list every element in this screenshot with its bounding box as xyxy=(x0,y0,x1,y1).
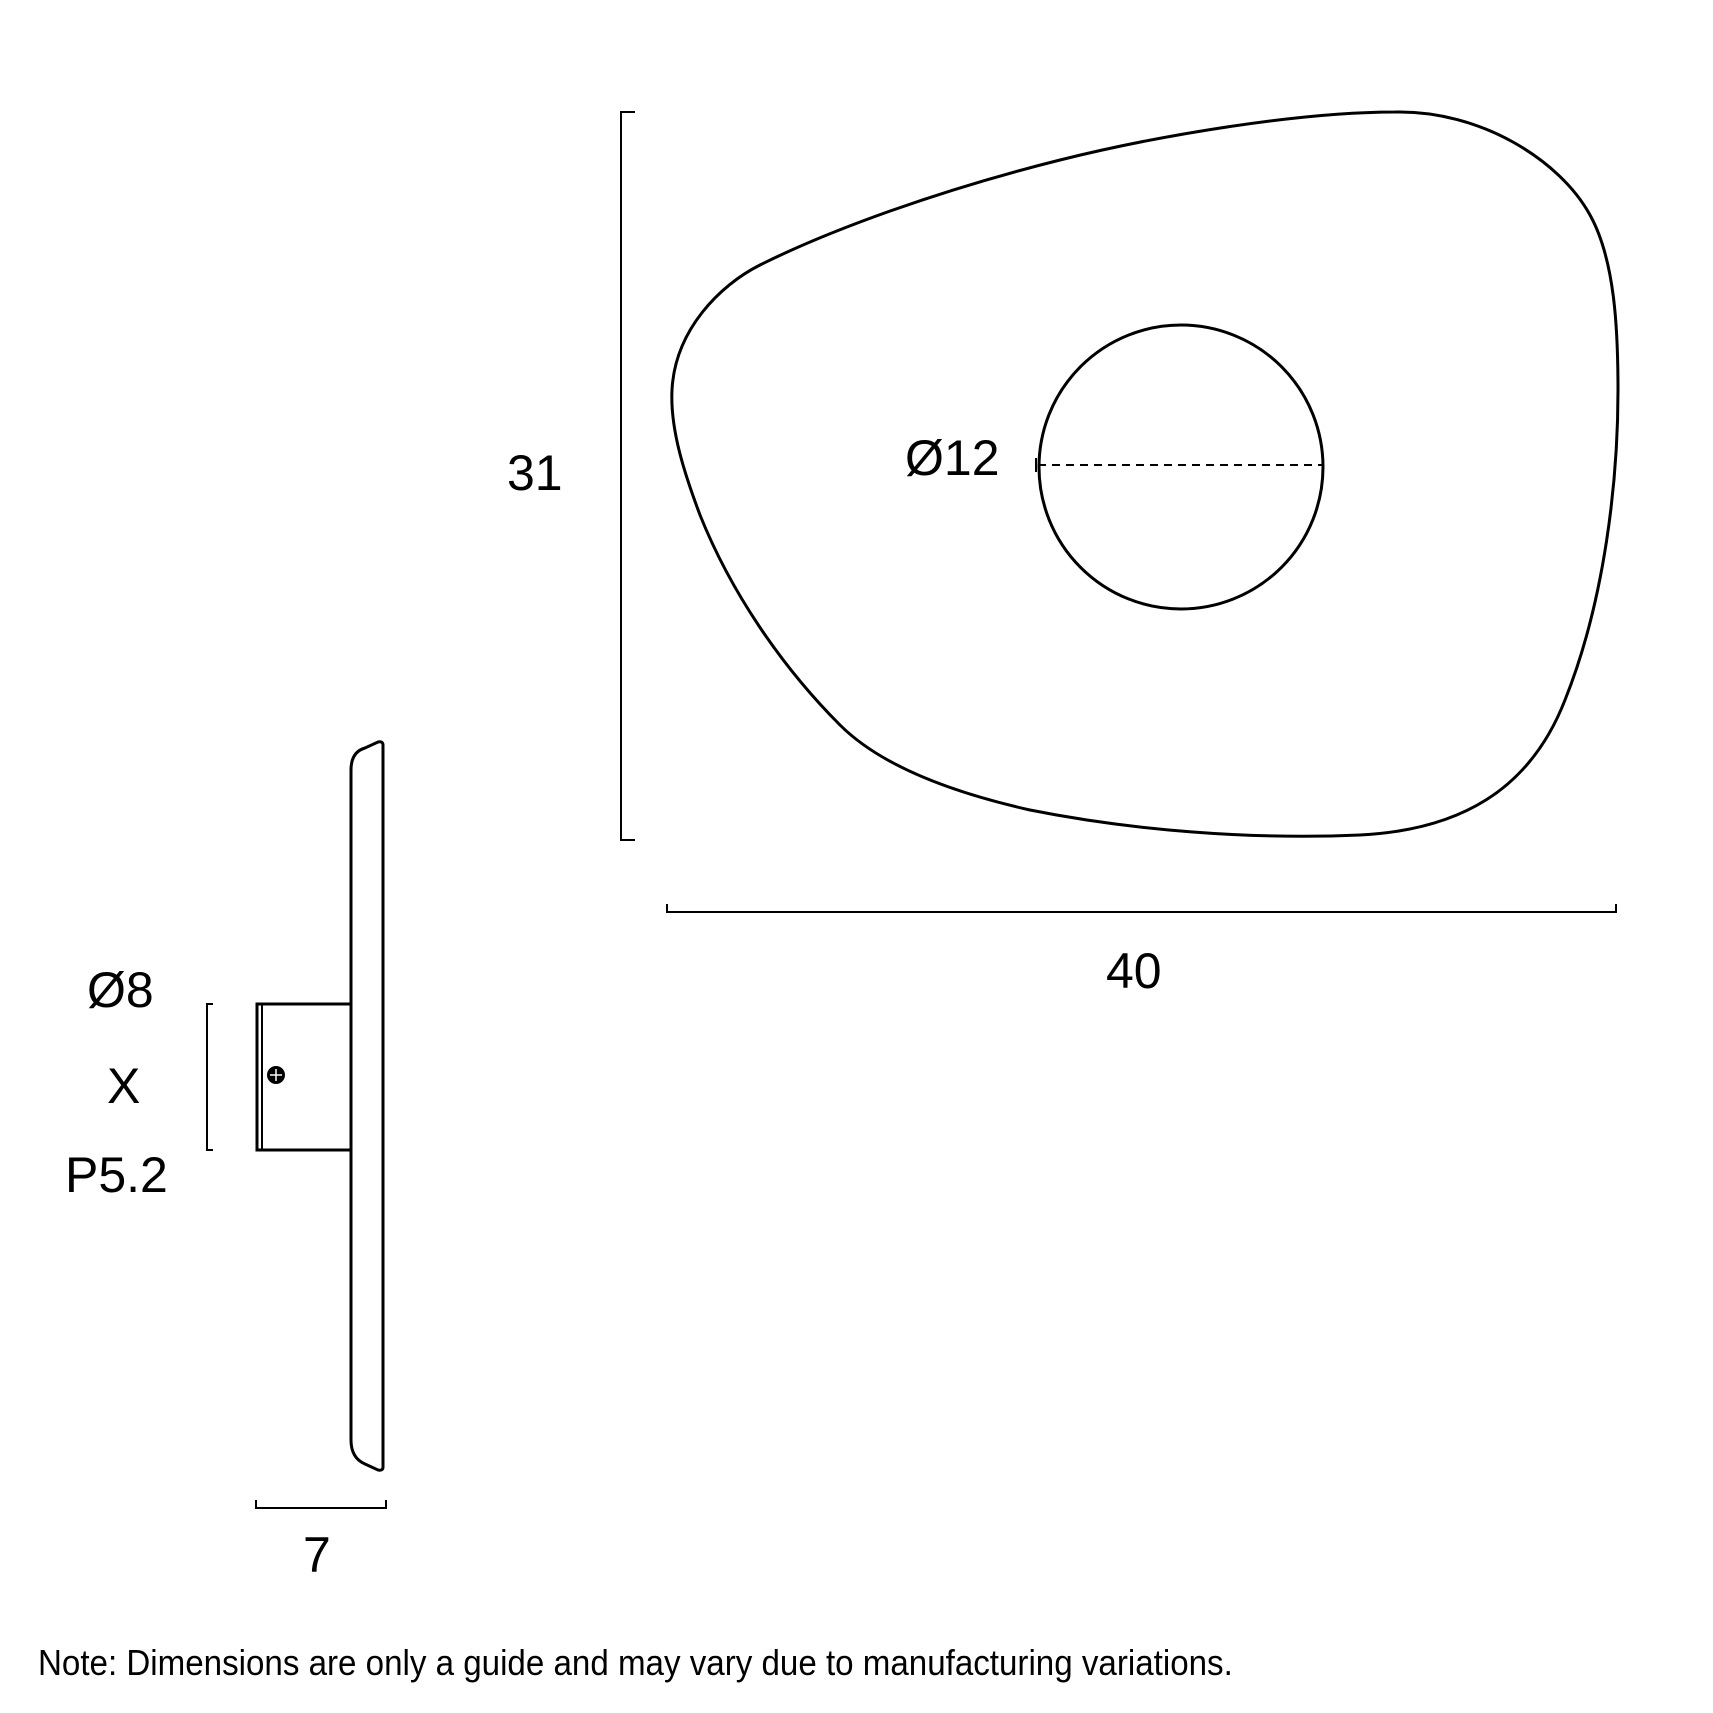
pebble-outline xyxy=(670,110,1620,838)
depth-dimension-bracket xyxy=(255,1500,387,1509)
height-dimension-bracket xyxy=(620,111,635,841)
mount-diameter-label: Ø8 xyxy=(87,962,154,1018)
mount-x-label: X xyxy=(107,1058,141,1114)
width-label: 40 xyxy=(1106,943,1162,999)
front-view xyxy=(620,110,1620,913)
width-dimension-bracket xyxy=(666,904,1617,913)
disclaimer-note: Note: Dimensions are only a guide and ma… xyxy=(38,1642,1233,1683)
plate-profile xyxy=(349,740,385,1472)
depth-label: 7 xyxy=(303,1527,331,1583)
centre-hole xyxy=(1037,323,1325,611)
side-view xyxy=(206,740,387,1509)
mount-dimension-bracket xyxy=(206,1003,213,1151)
hole-diameter-label: Ø12 xyxy=(905,430,1000,486)
height-label: 31 xyxy=(507,445,563,501)
mount-body xyxy=(255,1002,353,1152)
mount-projection-label: P5.2 xyxy=(65,1147,168,1203)
